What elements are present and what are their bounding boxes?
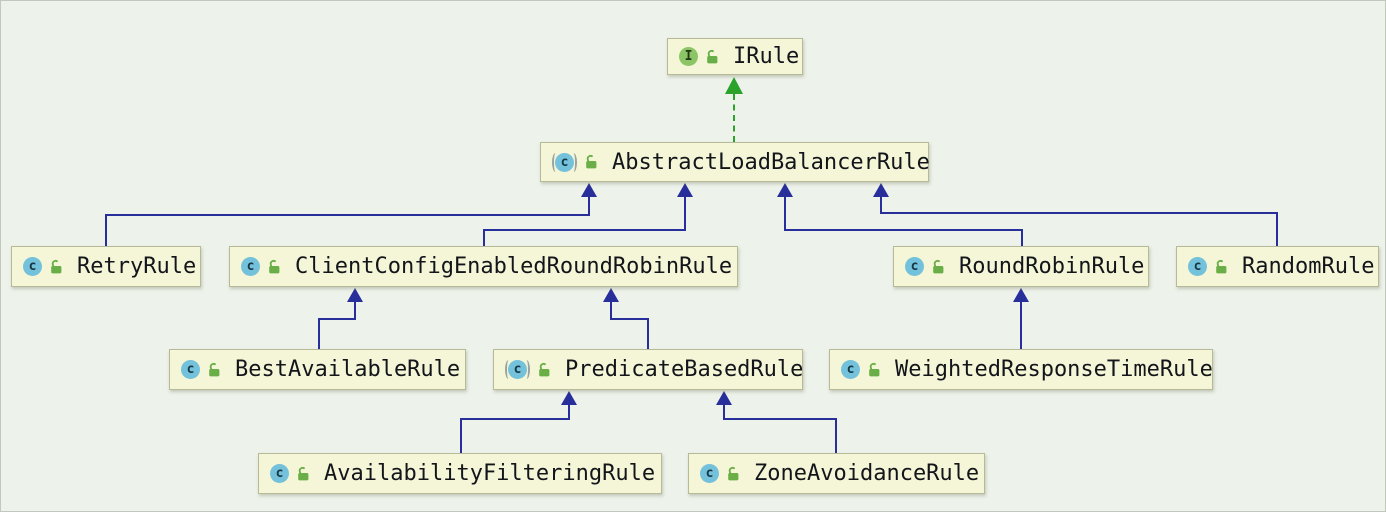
- class-name-label: WeightedResponseTimeRule: [895, 357, 1213, 382]
- abstract-class-icon: c: [505, 360, 530, 379]
- class-node-weightedresponsetimerule[interactable]: c WeightedResponseTimeRule: [829, 349, 1213, 390]
- edge-line: [723, 405, 725, 419]
- class-icon: c: [700, 464, 719, 483]
- class-node-bestavailablerule[interactable]: c BestAvailableRule: [169, 349, 466, 390]
- class-badge: c: [905, 257, 924, 276]
- unlocked-icon: [866, 362, 882, 378]
- extends-arrowhead-icon: [581, 183, 597, 197]
- edge-line: [568, 405, 570, 419]
- class-badge: c: [1188, 257, 1207, 276]
- class-name-label: AbstractLoadBalancerRule: [612, 149, 930, 175]
- class-icon: c: [905, 257, 924, 276]
- extends-arrowhead-icon: [347, 288, 363, 302]
- edge-line: [460, 418, 570, 420]
- class-name-label: ZoneAvoidanceRule: [754, 461, 980, 486]
- class-name-label: PredicateBasedRule: [565, 357, 804, 382]
- class-name-label: RoundRobinRule: [959, 254, 1145, 279]
- edge-line: [835, 418, 837, 453]
- abstract-paren-left: [552, 152, 559, 172]
- edge-line: [460, 418, 462, 453]
- class-name-label: IRule: [733, 44, 800, 69]
- abstract-paren-left: [505, 360, 512, 379]
- extends-arrowhead-icon: [561, 391, 577, 405]
- class-icon: c: [270, 464, 289, 483]
- interface-icon: I: [679, 47, 698, 66]
- class-badge: c: [508, 360, 527, 379]
- interface-badge: I: [679, 47, 698, 66]
- edge-line: [318, 318, 320, 349]
- class-badge: c: [241, 257, 260, 276]
- class-name-label: ClientConfigEnabledRoundRobinRule: [295, 254, 733, 279]
- class-badge: c: [270, 464, 289, 483]
- edge-line: [105, 214, 107, 246]
- class-name-label: BestAvailableRule: [235, 357, 461, 382]
- implements-arrowhead-icon: [725, 77, 743, 94]
- edge-line: [880, 197, 882, 213]
- class-badge: c: [23, 257, 42, 276]
- edge-line: [588, 197, 590, 215]
- edge-line: [880, 212, 1278, 214]
- edge-line: [1021, 229, 1023, 246]
- class-node-predicatebasedrule[interactable]: c PredicateBasedRule: [493, 349, 803, 390]
- unlocked-icon: [930, 259, 946, 275]
- edge-line: [1276, 212, 1278, 246]
- unlocked-icon: [206, 362, 222, 378]
- edge-line: [105, 214, 590, 216]
- extends-arrowhead-icon: [777, 183, 793, 197]
- edge-line: [647, 318, 649, 349]
- class-node-randomrule[interactable]: c RandomRule: [1176, 246, 1379, 287]
- extends-arrowhead-icon: [716, 391, 732, 405]
- class-node-clientconfigenabledroundrobinrule[interactable]: c ClientConfigEnabledRoundRobinRule: [229, 246, 738, 287]
- unlocked-icon: [48, 259, 64, 275]
- abstract-paren-right: [570, 152, 577, 172]
- edge-line: [723, 418, 837, 420]
- class-node-availabilityfilteringrule[interactable]: c AvailabilityFilteringRule: [258, 453, 662, 494]
- unlocked-icon: [295, 466, 311, 482]
- edge-line: [784, 197, 786, 230]
- class-node-irule[interactable]: I IRule: [667, 38, 803, 75]
- class-badge: c: [555, 152, 574, 172]
- class-node-abstractloadbalancerrule[interactable]: c AbstractLoadBalancerRule: [540, 142, 930, 182]
- unlocked-icon: [725, 466, 741, 482]
- edge-line: [684, 197, 686, 230]
- edge-line: [610, 302, 612, 319]
- extends-arrowhead-icon: [1013, 288, 1029, 302]
- unlocked-icon: [266, 259, 282, 275]
- edge-line: [318, 318, 356, 320]
- class-badge: c: [841, 360, 860, 379]
- edge-line: [483, 229, 686, 231]
- edge-line: [733, 94, 735, 142]
- class-badge: c: [700, 464, 719, 483]
- class-icon: c: [241, 257, 260, 276]
- edge-line: [1020, 302, 1022, 349]
- unlocked-icon: [704, 49, 720, 65]
- class-node-zoneavoidancerule[interactable]: c ZoneAvoidanceRule: [688, 453, 985, 494]
- extends-arrowhead-icon: [603, 288, 619, 302]
- unlocked-icon: [536, 362, 552, 378]
- class-node-retryrule[interactable]: c RetryRule: [11, 246, 201, 287]
- edge-line: [483, 229, 485, 246]
- unlocked-icon: [583, 154, 599, 170]
- class-icon: c: [841, 360, 860, 379]
- abstract-paren-right: [523, 360, 530, 379]
- class-icon: c: [23, 257, 42, 276]
- extends-arrowhead-icon: [677, 183, 693, 197]
- class-name-label: RandomRule: [1242, 254, 1375, 279]
- class-badge: c: [181, 360, 200, 379]
- class-icon: c: [181, 360, 200, 379]
- unlocked-icon: [1213, 259, 1229, 275]
- edge-line: [354, 302, 356, 319]
- class-name-label: RetryRule: [77, 254, 197, 279]
- abstract-class-icon: c: [552, 152, 577, 172]
- class-icon: c: [1188, 257, 1207, 276]
- class-name-label: AvailabilityFilteringRule: [324, 461, 656, 486]
- edge-line: [610, 318, 649, 320]
- class-node-roundrobinrule[interactable]: c RoundRobinRule: [893, 246, 1149, 287]
- edge-line: [784, 229, 1023, 231]
- extends-arrowhead-icon: [873, 183, 889, 197]
